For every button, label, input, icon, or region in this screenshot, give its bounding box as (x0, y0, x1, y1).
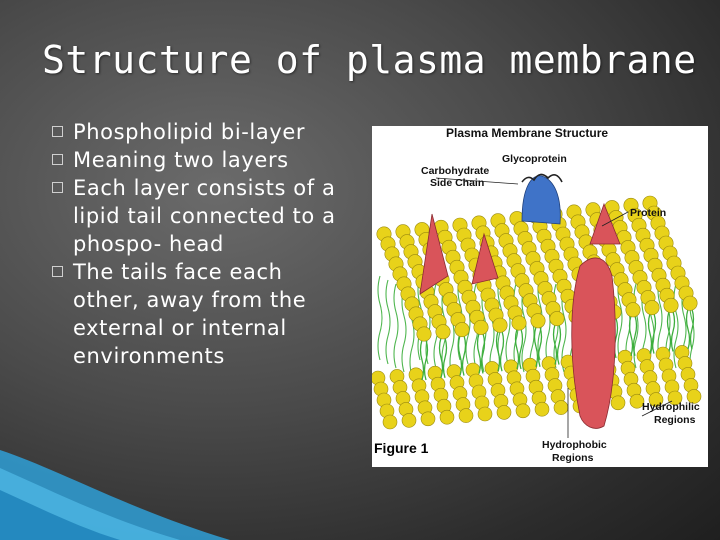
protein-shape (471, 232, 499, 285)
carbohydrate-chain (521, 173, 563, 183)
lipid-tail (552, 324, 562, 365)
label-side-chain: Side Chain (430, 177, 485, 189)
bullet-item: Each layer consists of a lipid tail conn… (52, 174, 352, 258)
bullet-text: Each layer consists of a lipid tail conn… (73, 176, 336, 256)
lipid-tail (476, 333, 486, 374)
lipid-head (686, 389, 702, 404)
lipid-tail (666, 311, 676, 352)
lipid-head (648, 392, 664, 407)
bullet-text: Meaning two layers (73, 148, 289, 172)
bullet-list: Phospholipid bi-layer Meaning two layers… (52, 118, 352, 370)
lipid-tail (377, 275, 383, 361)
lipid-head (663, 297, 679, 313)
bullet-box-icon (52, 182, 63, 193)
bullet-box-icon (52, 266, 63, 277)
slide-title: Structure of plasma membrane (42, 38, 697, 82)
protein-shape (419, 213, 449, 295)
label-hydrophobic: Hydrophobic (542, 439, 607, 451)
figure-title: Plasma Membrane Structure (446, 126, 609, 140)
lipid-tail (685, 309, 695, 350)
lipid-tail (495, 331, 505, 372)
lipid-tail (521, 287, 527, 373)
lipid-head (515, 403, 531, 419)
lipid-head (644, 300, 660, 316)
lipid-head (492, 317, 508, 333)
label-glycoprotein: Glycoprotein (502, 153, 567, 165)
bullet-box-icon (52, 154, 63, 165)
lipid-head (420, 411, 436, 427)
membrane-illustration (372, 173, 702, 438)
lipid-tail (533, 326, 543, 367)
lipid-head (682, 295, 698, 311)
lipid-head (416, 326, 432, 342)
lipid-tail (457, 335, 467, 376)
lipid-tail (514, 328, 524, 370)
bullet-item: The tails face each other, away from the… (52, 258, 352, 370)
label-hydrophilic-regions: Regions (654, 414, 696, 426)
lipid-head (625, 302, 641, 318)
lipid-head (534, 401, 550, 417)
lipid-head (458, 408, 474, 423)
lipid-head (382, 414, 398, 430)
lipid-head (511, 315, 527, 331)
lipid-tail (419, 339, 429, 381)
transmembrane-protein-shape (571, 257, 616, 429)
lipid-head (439, 409, 455, 425)
glycoprotein-shape (521, 175, 561, 225)
bullet-text: The tails face each other, away from the… (73, 260, 307, 368)
lipid-tail (647, 313, 657, 354)
lipid-head (401, 413, 417, 428)
decorative-swoosh (0, 450, 230, 540)
lipid-head (454, 322, 470, 338)
label-hydrophilic: Hydrophilic (642, 401, 700, 413)
lipid-head (496, 405, 512, 420)
lipid-tail (438, 337, 448, 378)
label-carbohydrate: Carbohydrate (421, 165, 490, 177)
bullet-item: Meaning two layers (52, 146, 352, 174)
lipid-tail (628, 315, 638, 356)
figure-caption: Figure 1 (374, 440, 429, 456)
membrane-figure: Plasma Membrane Structure Glycoprotein C… (372, 126, 708, 467)
lipid-head (629, 393, 645, 409)
bullet-item: Phospholipid bi-layer (52, 118, 352, 146)
lipid-head (553, 400, 569, 415)
lipid-head (610, 395, 626, 411)
label-hydrophobic-regions: Regions (552, 452, 594, 464)
lipid-head (477, 406, 493, 422)
label-protein: Protein (630, 207, 667, 219)
lipid-head (435, 324, 451, 340)
lipid-tail (401, 287, 407, 373)
lipid-tail (385, 279, 391, 365)
lipid-tail (393, 283, 399, 369)
lipid-head (549, 311, 565, 327)
lipid-head (530, 313, 546, 329)
bullet-text: Phospholipid bi-layer (73, 120, 306, 144)
bullet-box-icon (52, 126, 63, 137)
lipid-head (473, 319, 489, 335)
